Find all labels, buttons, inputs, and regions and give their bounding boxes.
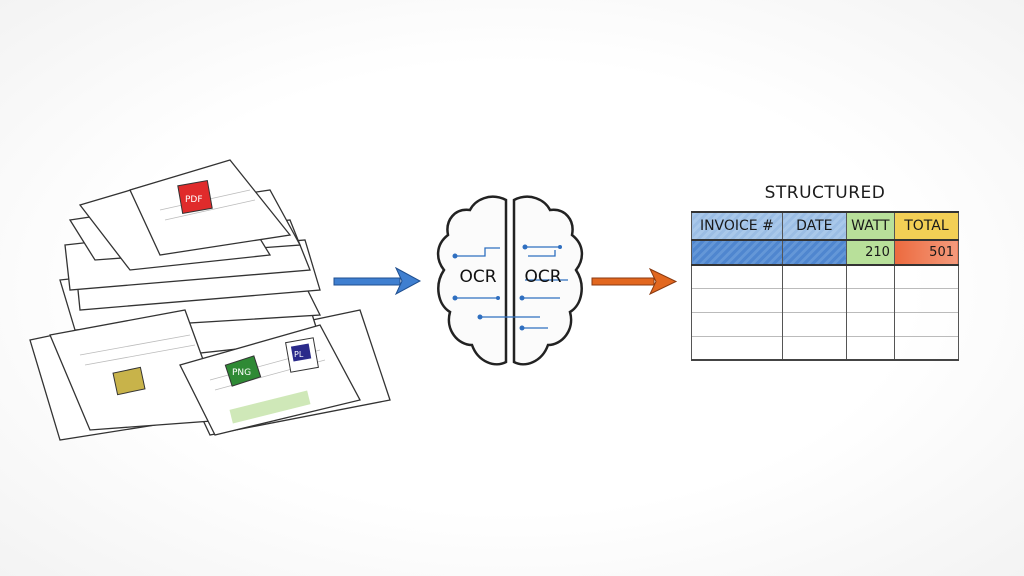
arrow-right-orange: [591, 267, 678, 296]
table-cell: [781, 288, 847, 313]
column-header-date: DATE: [781, 211, 847, 241]
png-file-icon: PNG: [224, 355, 262, 387]
table-cell: [781, 264, 847, 289]
table-row: [691, 288, 960, 313]
svg-text:PDF: PDF: [185, 195, 203, 205]
image-file-icon: [112, 366, 146, 396]
svg-text:PNG: PNG: [232, 368, 251, 378]
table-cell: [845, 288, 895, 313]
table-cell: 210: [845, 240, 895, 265]
table-cell: [845, 336, 895, 360]
table-cell: [691, 336, 783, 360]
table-cell: [845, 312, 895, 337]
table-cell: [893, 336, 960, 360]
table-cell: [691, 288, 783, 313]
ocr-brain-illustration: OCR OCR: [436, 195, 584, 366]
ocr-label-left: OCR: [459, 267, 496, 287]
structured-title: STRUCTURED: [764, 183, 886, 203]
table-cell: [781, 336, 847, 360]
table-row: [691, 312, 960, 337]
svg-text:PL: PL: [294, 350, 304, 359]
table-cell: [691, 312, 783, 337]
column-header-total: TOTAL: [893, 211, 960, 241]
table-row: [691, 336, 960, 360]
document-pile-illustration: PDF PNG PL: [29, 159, 391, 441]
table-cell: [691, 240, 783, 265]
table-cell: [781, 312, 847, 337]
column-header-watt: WATT: [845, 211, 895, 241]
ocr-label-right: OCR: [524, 267, 561, 287]
table-cell: [845, 264, 895, 289]
table-cell: [691, 264, 783, 289]
column-header-invoice: INVOICE #: [691, 211, 783, 241]
structured-data-table: INVOICE # DATE WATT TOTAL 210 501: [691, 211, 960, 361]
table-cell: [781, 240, 847, 265]
pl-file-icon: PL: [285, 337, 319, 373]
table-cell: [893, 312, 960, 337]
table-header-row: INVOICE # DATE WATT TOTAL: [691, 211, 960, 241]
brain-left-hemisphere: [436, 195, 508, 366]
pdf-file-icon: PDF: [177, 180, 213, 214]
table-row: 210 501: [691, 240, 960, 265]
table-cell: [893, 264, 960, 289]
table-row: [691, 264, 960, 289]
arrow-right-blue: [333, 266, 422, 296]
table-cell: 501: [893, 240, 960, 265]
table-cell: [893, 288, 960, 313]
